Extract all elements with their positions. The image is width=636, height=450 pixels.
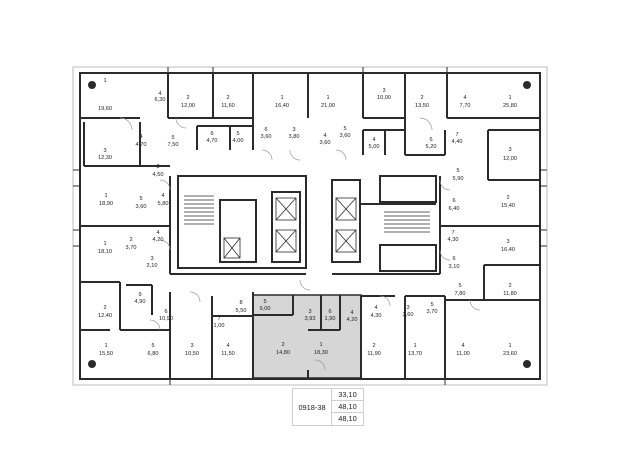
apartment-legend: 0918-38 33,10 48,10 48,10 bbox=[292, 388, 364, 426]
elevator-icon bbox=[223, 197, 357, 259]
highlighted-apartment[interactable] bbox=[252, 294, 362, 379]
apartment-area-value: 48,10 bbox=[332, 401, 363, 413]
door-swings bbox=[119, 117, 481, 371]
column-marker bbox=[523, 81, 531, 89]
apartment-area-value: 33,10 bbox=[332, 389, 363, 401]
column-marker bbox=[88, 81, 96, 89]
column-marker bbox=[88, 360, 96, 368]
interior-walls bbox=[80, 73, 540, 378]
apartment-area-value: 48,10 bbox=[338, 414, 357, 423]
apartment-code: 0918-38 bbox=[293, 389, 332, 425]
column-marker bbox=[523, 360, 531, 368]
apartment-areas: 33,10 48,10 48,10 bbox=[332, 389, 363, 425]
stair-icon bbox=[184, 195, 430, 233]
window-ticks bbox=[73, 67, 547, 385]
building-outline bbox=[72, 66, 548, 386]
